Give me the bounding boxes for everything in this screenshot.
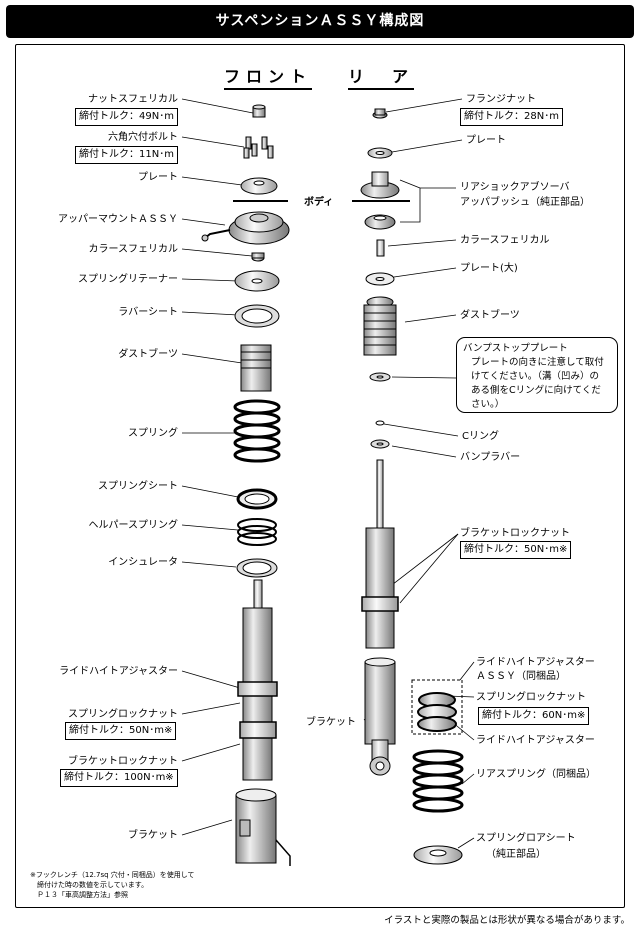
rear-label-springlock: スプリングロックナット xyxy=(476,692,586,703)
rear-label-lowerseat-1: スプリングロアシート xyxy=(476,833,576,844)
front-label-retainer: スプリングリテーナー xyxy=(78,274,178,285)
rear-label-plate: プレート xyxy=(466,135,506,146)
front-plate xyxy=(240,177,278,195)
rear-spring xyxy=(412,749,464,813)
rear-bracket xyxy=(364,657,396,776)
diagram-frame xyxy=(15,44,625,908)
front-shock-body xyxy=(237,579,278,781)
front-label-helper: ヘルパースプリング xyxy=(88,520,179,531)
rear-label-dustboot: ダストブーツ xyxy=(460,310,520,321)
front-torque-springlock: 締付トルク：50N･m※ xyxy=(65,722,177,740)
front-hex-bolts xyxy=(243,136,274,159)
front-label-collar: カラースフェリカル xyxy=(88,244,179,255)
rear-upper-bush xyxy=(360,171,400,230)
front-label-plate: プレート xyxy=(138,172,178,183)
rear-label-collar: カラースフェリカル xyxy=(460,235,550,246)
front-nut-spherical xyxy=(252,104,266,118)
rear-label-bush-1: リアショックアブソーバ xyxy=(460,182,570,193)
bump-stop-title: バンプストッププレート xyxy=(463,343,568,354)
front-helper-spring xyxy=(237,518,277,546)
rear-label-bumprubber: バンプラバー xyxy=(460,452,521,463)
rear-ride-height-adjuster-assy xyxy=(411,679,463,735)
front-torque-bracketlock: 締付トルク：100N･m※ xyxy=(60,769,178,787)
front-label-dustboot: ダストブーツ xyxy=(118,349,178,360)
rear-label-rha-3: ライドハイトアジャスター xyxy=(476,735,595,746)
front-rubber-seat xyxy=(234,304,280,328)
rear-label-flangenut: フランジナット xyxy=(466,94,536,105)
rear-torque-flangenut: 締付トルク：28N･m xyxy=(460,108,563,126)
footnote-line-3: Ｐ１３「車高調整方法」参照 xyxy=(30,891,128,899)
rear-torque-springlock: 締付トルク：60N･m※ xyxy=(478,707,590,725)
rear-plate-large xyxy=(365,272,395,286)
front-label-rideheight: ライドハイトアジャスター xyxy=(59,666,178,677)
footnote-line-2: 締付けた時の数値を示しています。 xyxy=(30,881,149,889)
rear-plate xyxy=(367,147,393,159)
bump-stop-body: プレートの向きに注意して取付 けてください。（溝（凹み）の ある側をCリングに向… xyxy=(471,357,604,410)
front-spring-retainer xyxy=(234,270,280,292)
front-bracket xyxy=(235,788,291,866)
front-dust-boot xyxy=(240,344,272,392)
rear-torque-bracketlock: 締付トルク：50N･m※ xyxy=(460,541,572,559)
footer-disclaimer: イラストと実際の製品とは形状が異なる場合があります。 xyxy=(384,915,630,926)
rear-label-bracketlock: ブラケットロックナット xyxy=(460,528,570,539)
front-column-title: フロント xyxy=(224,63,313,90)
rear-label-bush-2: アッパブッシュ（純正部品） xyxy=(460,197,590,208)
rear-label-rha-2: ＡＳＳＹ（同梱品） xyxy=(476,671,566,682)
front-main-spring xyxy=(233,399,281,463)
rear-bump-rubber xyxy=(370,439,390,449)
front-label-springseat: スプリングシート xyxy=(98,481,178,492)
front-spring-seat xyxy=(236,488,278,510)
rear-bump-stop-plate xyxy=(369,372,391,382)
front-label-nut: ナットスフェリカル xyxy=(88,94,178,105)
rear-collar-spherical xyxy=(376,239,385,257)
front-label-bracket: ブラケット xyxy=(128,830,178,841)
rear-dust-boot xyxy=(363,296,397,356)
front-label-springlock: スプリングロックナット xyxy=(68,709,178,720)
rear-label-rha-1: ライドハイトアジャスター xyxy=(476,657,595,668)
front-insulator xyxy=(236,558,278,578)
front-upper-mount xyxy=(201,211,290,245)
front-label-insulator: インシュレータ xyxy=(108,557,178,568)
front-label-uppermount: アッパーマウントＡＳＳＹ xyxy=(58,214,178,225)
front-leader-lines xyxy=(181,98,254,836)
front-label-rubber: ラバーシート xyxy=(118,307,178,318)
front-label-hexbolt: 六角穴付ボルト xyxy=(108,132,178,143)
front-label-bracketlock: ブラケットロックナット xyxy=(68,756,178,767)
footnote-line-1: ※フックレンチ（12.7sq 穴付・同梱品）を使用して xyxy=(30,871,195,879)
front-torque-nut: 締付トルク：49N･m xyxy=(75,108,178,126)
rear-c-ring xyxy=(375,420,385,426)
rear-label-cring: Cリング xyxy=(462,431,499,442)
rear-label-bracket: ブラケット xyxy=(306,717,356,728)
rear-label-rearspring: リアスプリング（同梱品） xyxy=(476,769,596,780)
front-collar-spherical xyxy=(251,252,265,262)
body-label: ボディ xyxy=(304,197,334,208)
rear-spring-lower-seat xyxy=(413,845,463,865)
page-title: サスペンションＡＳＳＹ構成図 xyxy=(6,5,634,38)
bump-stop-callout: バンプストッププレート プレートの向きに注意して取付 けてください。（溝（凹み）… xyxy=(456,337,618,413)
front-torque-hexbolt: 締付トルク：11N･m xyxy=(75,146,178,164)
rear-label-lowerseat-2: （純正部品） xyxy=(486,849,546,860)
footnote: ※フックレンチ（12.7sq 穴付・同梱品）を使用して 締付けた時の数値を示して… xyxy=(30,870,195,900)
rear-label-plate-large: プレート(大) xyxy=(460,263,518,274)
rear-column-title: リ ア xyxy=(348,63,415,90)
rear-flange-nut xyxy=(372,108,388,119)
front-label-spring: スプリング xyxy=(128,428,178,439)
rear-shock-body xyxy=(361,459,399,649)
